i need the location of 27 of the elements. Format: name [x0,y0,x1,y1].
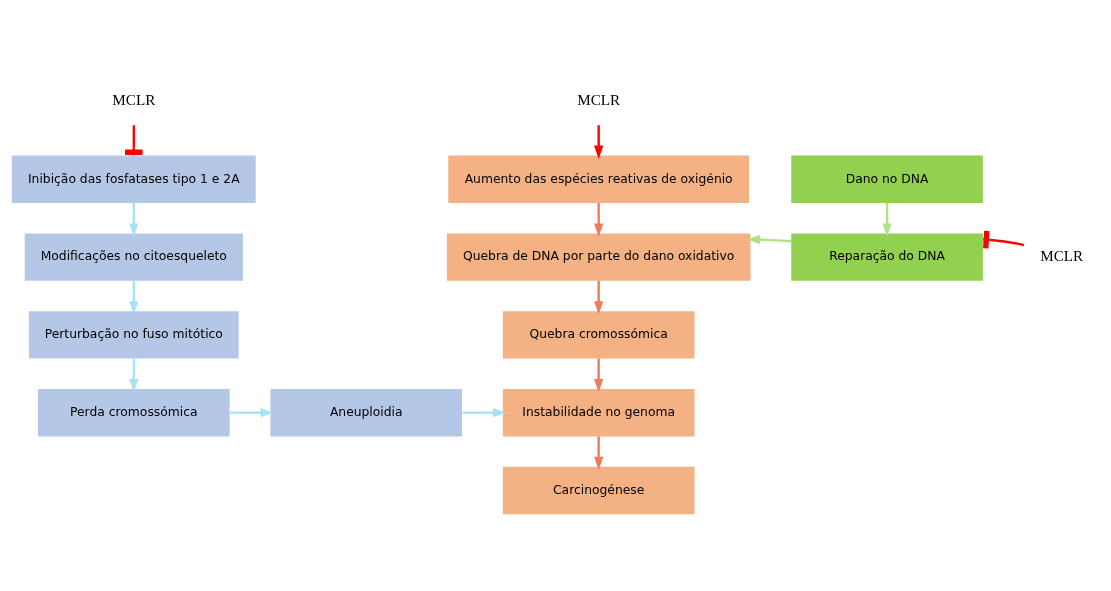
node-box: Modificações no citoesqueleto [24,232,243,281]
node-box: Quebra cromossómica [502,310,695,359]
arrow [594,124,604,159]
arrow [882,202,892,237]
node-box: Instabilidade no genoma [502,388,695,436]
arrow [594,280,604,314]
node-box: Inibição das fosfatases tipo 1 e 2A [11,155,256,203]
arrow [129,358,139,392]
node-box: Perturbação no fuso mitótico [28,310,239,359]
node-box: Aumento das espécies reativas de oxigénio [448,155,750,203]
node-box: Perda cromossómica [37,388,230,436]
arrow [129,202,139,237]
node-text: MCLR [112,90,156,108]
arrow [594,435,604,470]
arrow [129,280,139,315]
arrow [230,407,274,417]
node-text: MCLR [1040,246,1084,264]
node-box: Aneuploidia [270,388,463,436]
arrow [594,202,604,237]
node-box: Carcinogénese [502,466,695,514]
node-box: Reparação do DNA [791,232,983,281]
arrow [462,407,507,417]
node-box: Dano no DNA [791,155,983,203]
node-box: Quebra de DNA por parte do dano oxidativo [446,232,751,281]
node-text: MCLR [577,90,621,108]
arrow [746,234,792,244]
arrow [594,358,604,392]
